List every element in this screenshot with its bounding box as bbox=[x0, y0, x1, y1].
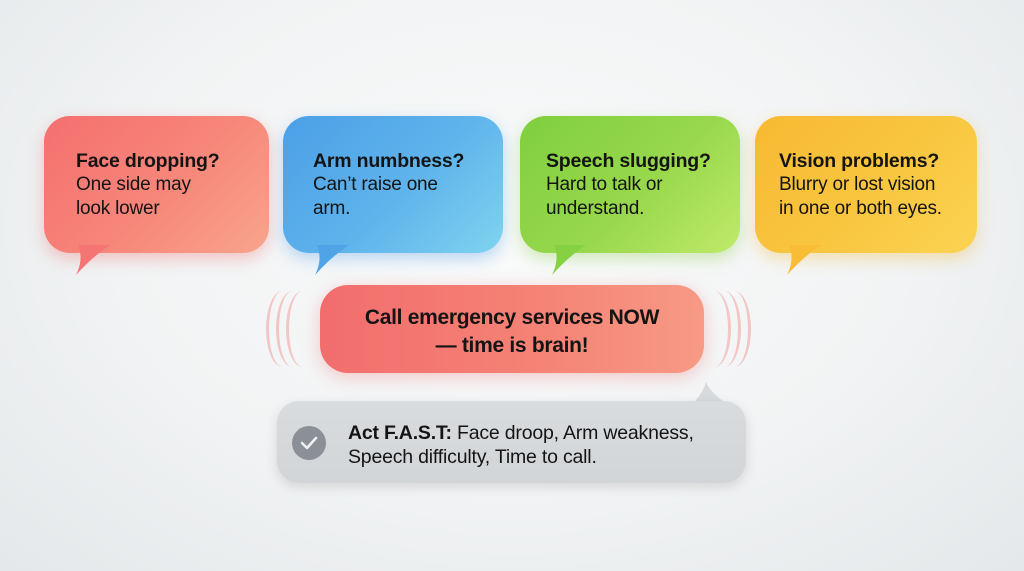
call-emergency-alert: Call emergency services NOW — time is br… bbox=[320, 285, 704, 373]
bubble-text: Hard to talk or bbox=[546, 174, 663, 195]
reminder-text: Speech difficulty, Time to call. bbox=[348, 446, 597, 468]
bubble-tail bbox=[787, 245, 821, 275]
bubble-title: Speech slugging? bbox=[546, 150, 711, 172]
alert-wave-left-icon bbox=[262, 285, 302, 373]
arm-numbness-bubble: Arm numbness? Can’t raise one arm. bbox=[283, 116, 503, 253]
alert-text-line: — time is brain! bbox=[435, 334, 589, 357]
bubble-text: arm. bbox=[313, 198, 351, 219]
check-circle-icon bbox=[292, 426, 326, 460]
bubble-title: Vision problems? bbox=[779, 150, 940, 172]
alert-text-line: Call emergency services NOW bbox=[364, 306, 660, 329]
bubble-text: One side may bbox=[76, 174, 191, 195]
bubble-title: Face dropping? bbox=[76, 150, 220, 172]
act-fast-reminder-bubble: Act F.A.S.T: Face droop, Arm weakness, S… bbox=[277, 401, 746, 483]
bubble-tail bbox=[315, 245, 349, 275]
bubble-text: Blurry or lost vision bbox=[779, 174, 936, 195]
face-dropping-bubble: Face dropping? One side may look lower bbox=[44, 116, 269, 253]
act-fast-label: Act F.A.S.T: bbox=[348, 422, 452, 444]
bubble-title: Arm numbness? bbox=[313, 150, 465, 172]
speech-slurring-bubble: Speech slugging? Hard to talk or underst… bbox=[520, 116, 740, 253]
bubble-text: look lower bbox=[76, 198, 160, 219]
bubble-text: in one or both eyes. bbox=[779, 198, 942, 219]
bubble-tail bbox=[76, 245, 110, 275]
bubble-text: Can’t raise one bbox=[313, 174, 438, 195]
bubble-text: understand. bbox=[546, 198, 645, 219]
vision-problems-bubble: Vision problems? Blurry or lost vision i… bbox=[755, 116, 977, 253]
alert-wave-right-icon bbox=[712, 285, 752, 373]
bubble-tail bbox=[552, 245, 586, 275]
reminder-text: Face droop, Arm weakness, bbox=[451, 422, 694, 444]
